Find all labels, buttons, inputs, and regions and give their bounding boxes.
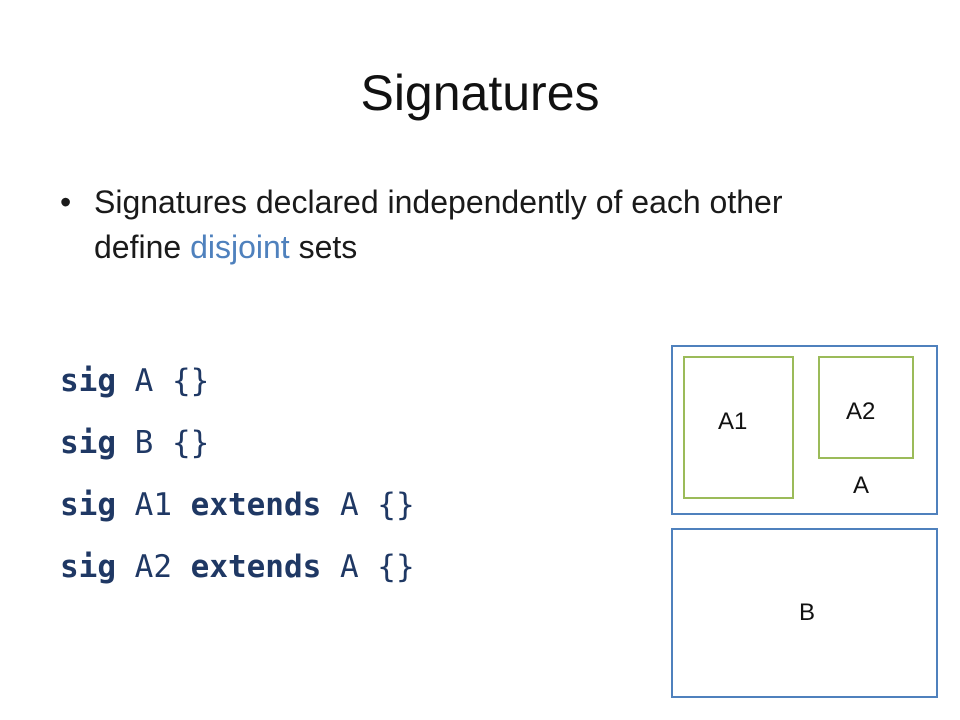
set-a-box <box>671 345 938 515</box>
code-text: A {} <box>116 363 210 399</box>
bullet-point: • Signatures declared independently of e… <box>60 180 860 270</box>
set-b-box <box>671 528 938 698</box>
code-text: A {} <box>321 549 415 585</box>
code-keyword-extends: extends <box>190 487 322 523</box>
set-a1-box <box>683 356 794 499</box>
code-line-sig-a1: sig A1 extends A {} <box>60 474 415 536</box>
code-keyword: sig <box>60 363 116 399</box>
bullet-text: Signatures declared independently of eac… <box>94 180 860 270</box>
code-line-sig-b: sig B {} <box>60 412 415 474</box>
bullet-text-before: Signatures declared independently of eac… <box>94 184 783 265</box>
bullet-highlight: disjoint <box>190 229 290 265</box>
bullet-text-after: sets <box>289 229 358 265</box>
slide-title: Signatures <box>360 65 600 121</box>
set-b-label: B <box>799 599 816 626</box>
code-keyword: sig <box>60 425 116 461</box>
set-a-label: A <box>853 472 870 499</box>
code-line-sig-a2: sig A2 extends A {} <box>60 536 415 598</box>
code-keyword: sig <box>60 487 116 523</box>
bullet-marker: • <box>60 184 72 220</box>
code-keyword: sig <box>60 549 116 585</box>
code-line-sig-a: sig A {} <box>60 350 415 412</box>
code-text: A2 <box>116 549 191 585</box>
code-text: A1 <box>116 487 191 523</box>
code-text: A {} <box>321 487 415 523</box>
code-block: sig A {} sig B {} sig A1 extends A {} si… <box>60 350 415 598</box>
set-a2-label: A2 <box>846 398 876 425</box>
code-text: B {} <box>116 425 210 461</box>
set-a2-box <box>818 356 914 459</box>
set-a1-label: A1 <box>718 408 748 435</box>
code-keyword-extends: extends <box>190 549 322 585</box>
